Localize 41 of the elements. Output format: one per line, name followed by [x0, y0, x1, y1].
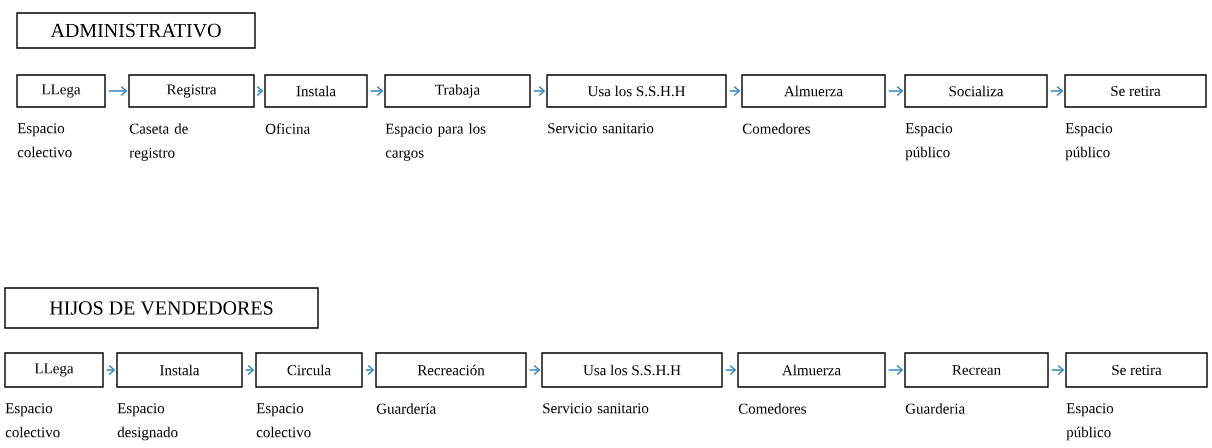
process-box: Almuerza — [737, 352, 886, 388]
arrow — [1050, 364, 1065, 376]
process-box: Circula — [255, 352, 363, 388]
process-box: Registra — [128, 74, 255, 108]
process-box: Se retira — [1065, 352, 1208, 388]
place-label: Espacio colectivo — [5, 403, 60, 438]
place-label: Comedores — [742, 123, 810, 134]
place-label: Guardería — [376, 403, 436, 414]
process-box: Se retira — [1064, 74, 1207, 108]
place-label: Guarderia — [905, 403, 965, 414]
place-label: Servicio sanitario — [543, 403, 649, 414]
place-label: Espacio para los cargos — [385, 123, 486, 161]
arrow — [532, 85, 546, 97]
place-label: Espacio colectivo — [17, 123, 72, 158]
heading-box: ADMINISTRATIVO — [16, 12, 256, 49]
place-label: Espacio designado — [117, 403, 178, 441]
arrow — [887, 364, 904, 376]
place-label: Oficina — [265, 123, 310, 134]
arrow — [107, 85, 128, 97]
process-box: Usa los S.S.H.H — [546, 74, 727, 108]
place-label: Servicio sanitario — [548, 123, 654, 134]
place-label: Comedores — [738, 403, 806, 414]
process-box: Instala — [264, 74, 368, 108]
place-label: Espacio público — [1065, 123, 1113, 161]
process-box: Instala — [116, 352, 243, 388]
process-box: Recreación — [375, 352, 527, 388]
arrow — [887, 85, 904, 97]
process-box: LLega — [16, 74, 106, 108]
arrow — [369, 85, 384, 97]
process-box: Usa los S.S.H.H — [541, 352, 723, 388]
process-box: Trabaja — [384, 74, 531, 108]
process-box: Recrean — [904, 352, 1049, 388]
process-box: LLega — [4, 352, 104, 388]
heading-box: HIJOS DE VENDEDORES — [4, 287, 319, 329]
process-box: Socializa — [904, 74, 1048, 108]
arrow — [1049, 85, 1064, 97]
place-label: Espacio público — [1066, 403, 1114, 441]
place-label: Espacio colectivo — [256, 403, 311, 438]
place-label: Espacio público — [905, 123, 953, 161]
place-label: Caseta de registro — [129, 123, 188, 161]
process-box: Almuerza — [741, 74, 886, 108]
